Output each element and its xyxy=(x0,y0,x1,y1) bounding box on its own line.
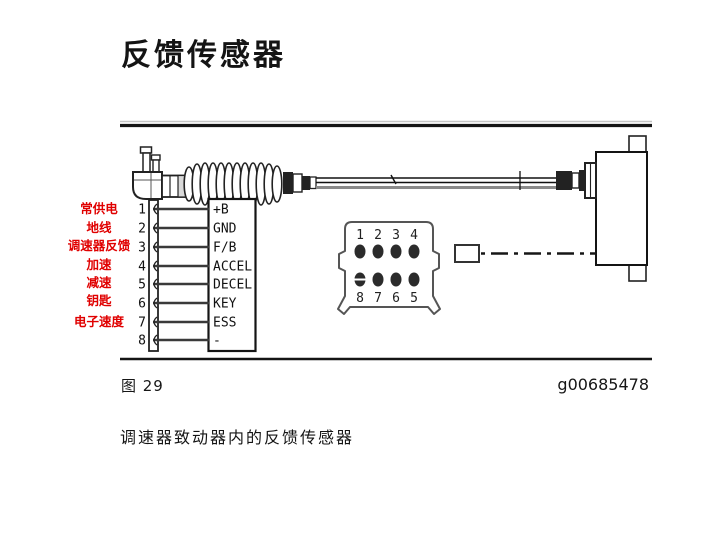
label-ground: 地线 xyxy=(86,220,112,235)
label-governor-feedback: 调速器反馈 xyxy=(68,238,131,253)
pin-label-3: F/B xyxy=(213,241,237,256)
right-fitting-dark xyxy=(556,171,572,190)
wire-number-4: 4 xyxy=(138,260,146,275)
face-num-2: 2 xyxy=(374,228,382,243)
label-decelerate: 减速 xyxy=(86,275,112,290)
label-accelerate: 加速 xyxy=(85,257,112,272)
fitting-dark-1 xyxy=(283,172,293,194)
reference-box xyxy=(454,244,480,263)
cable-tick-1 xyxy=(390,174,397,185)
pin-label-4: ACCEL xyxy=(213,260,252,275)
reference-link xyxy=(454,244,596,263)
fitting-light-1 xyxy=(292,173,303,193)
pin-label-7: ESS xyxy=(213,316,236,331)
face-num-8: 8 xyxy=(356,291,364,306)
pin-dots-bottom xyxy=(354,272,420,287)
cable-assembly xyxy=(132,146,597,206)
wire-socket-1 xyxy=(153,203,158,215)
pin-label-1: +B xyxy=(213,203,229,218)
wire-socket-4 xyxy=(153,260,158,272)
face-num-5: 5 xyxy=(410,291,418,306)
wire-socket-8 xyxy=(153,334,158,346)
wire-number-1: 1 xyxy=(138,203,146,218)
label-electronic-speed: 电子速度 xyxy=(74,314,125,329)
label-key: 钥匙 xyxy=(86,293,112,308)
pin-label-2: GND xyxy=(213,222,237,237)
bellows-boot xyxy=(183,162,283,206)
pin-label-5: DECEL xyxy=(213,278,252,293)
fitting-dark-2 xyxy=(302,176,310,190)
wire-number-7: 7 xyxy=(138,316,146,331)
face-num-7: 7 xyxy=(374,291,382,306)
face-num-6: 6 xyxy=(392,291,400,306)
pin-label-6: KEY xyxy=(213,297,237,312)
right-fitting-dark-2 xyxy=(579,170,585,191)
actuator-box xyxy=(595,135,648,282)
wire-socket-2 xyxy=(153,222,158,234)
pin-label-box xyxy=(207,197,257,353)
fitting-light-2 xyxy=(309,176,317,190)
face-num-3: 3 xyxy=(392,228,400,243)
wire-socket-7 xyxy=(153,316,158,328)
prong-cap-2 xyxy=(150,154,161,161)
figure-caption: 调速器致动器内的反馈传感器 xyxy=(120,428,355,447)
right-fitting-light xyxy=(571,172,580,189)
label-constant-power: 常供电 xyxy=(80,201,118,216)
elbow-body xyxy=(132,171,163,200)
wire-number-2: 2 xyxy=(138,222,146,237)
figure-number: 图 29 xyxy=(121,377,164,395)
wire-function-labels: 常供电 地线 调速器反馈 加速 减速 钥匙 电子速度 xyxy=(68,201,131,329)
figure-image-code: g00685478 xyxy=(557,375,649,394)
wire-socket-3 xyxy=(153,241,158,253)
connector-outline xyxy=(337,221,441,315)
prong-1 xyxy=(142,152,151,174)
wire-socket-6 xyxy=(153,297,158,309)
actuator-body xyxy=(595,151,648,266)
face-num-1: 1 xyxy=(356,228,364,243)
wire-number-5: 5 xyxy=(138,278,146,293)
wiring-harness: 1 +B 2 GND 3 F/B 4 ACCEL 5 DECEL 6 xyxy=(138,197,257,353)
connector-face: 1 2 3 4 8 7 6 5 xyxy=(337,221,441,315)
page-title: 反馈传感器 xyxy=(121,38,286,73)
prong-cap-1 xyxy=(139,146,153,154)
face-num-4: 4 xyxy=(410,228,418,243)
wire-number-8: 8 xyxy=(138,334,146,349)
wire-socket-5 xyxy=(153,278,158,290)
pin-label-8: - xyxy=(213,334,221,349)
harness-bracket xyxy=(148,199,159,352)
wire-number-6: 6 xyxy=(138,297,146,312)
pin-dots-top xyxy=(354,244,420,259)
wire-number-3: 3 xyxy=(138,241,146,256)
